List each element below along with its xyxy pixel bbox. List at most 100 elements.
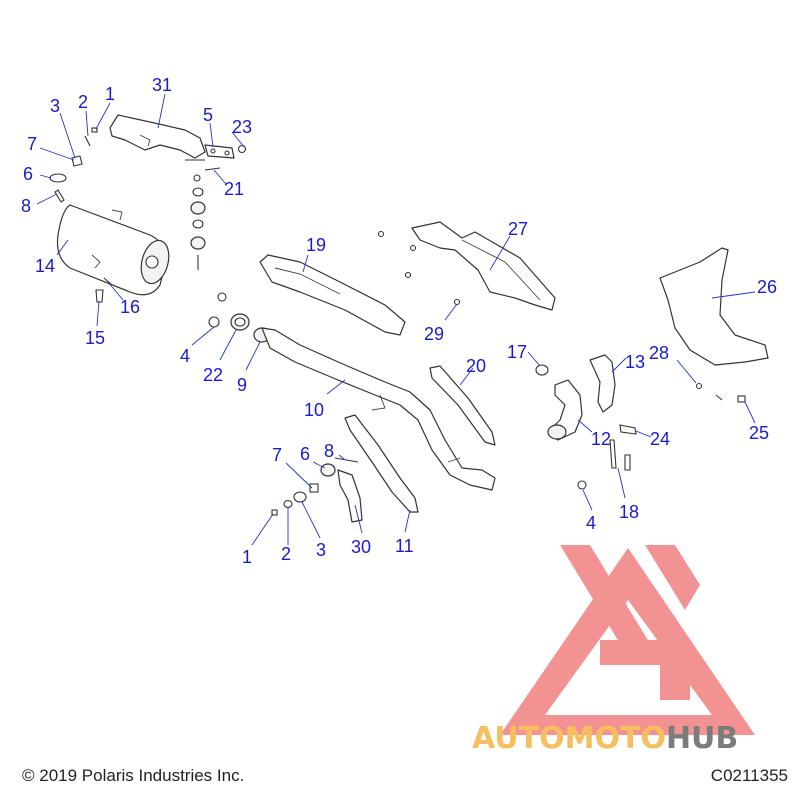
- callout-30: 30: [351, 537, 371, 557]
- callout-14: 14: [35, 256, 55, 276]
- part-10-bracket: [371, 394, 386, 411]
- part-30-bracket: [337, 469, 363, 523]
- part-29-screw: [453, 298, 461, 306]
- callout-18: 18: [619, 502, 639, 522]
- part-24-coupler: [619, 424, 637, 435]
- callout-28: 28: [649, 343, 669, 363]
- leader-9: [245, 341, 261, 371]
- part-26-heat-shield: [659, 247, 769, 366]
- callout-29: 29: [424, 324, 444, 344]
- callout-15: 15: [85, 328, 105, 348]
- callout-11: 11: [395, 536, 414, 556]
- part-26-tab: [715, 394, 723, 401]
- part-14-inlet: [91, 254, 101, 269]
- part-4-clamp: [208, 316, 220, 328]
- callout-2-lower: 2: [281, 544, 291, 564]
- leader-31: [157, 93, 166, 129]
- leader-27: [489, 235, 511, 271]
- callout-7-lower: 7: [272, 445, 282, 465]
- part-27-detail: [461, 239, 541, 301]
- callout-23: 23: [232, 117, 252, 137]
- callout-12: 12: [591, 429, 611, 449]
- leader-1a: [95, 102, 111, 130]
- callout-17: 17: [507, 342, 527, 362]
- part-8-bolt-lower: [334, 457, 359, 463]
- leader-16: [107, 281, 124, 301]
- callout-2: 2: [78, 92, 88, 112]
- watermark-text: AUTOMOTOHUB: [472, 721, 738, 756]
- part-27-screw-a: [377, 230, 385, 238]
- callout-3: 3: [50, 96, 60, 116]
- watermark-logo: AUTOMOTOHUB: [472, 545, 755, 756]
- part-16-spring: [103, 277, 113, 286]
- leader-10: [326, 379, 346, 395]
- leader-14: [56, 239, 69, 256]
- part-31-heat-shield: [109, 114, 206, 159]
- callout-13: 13: [625, 352, 645, 372]
- leader-19: [302, 254, 309, 273]
- part-10-seam: [447, 457, 461, 463]
- leader-29: [444, 303, 458, 321]
- leader-15: [96, 300, 100, 327]
- callout-20: 20: [466, 356, 486, 376]
- part-22-gasket-inner: [234, 317, 246, 327]
- callout-19: 19: [306, 235, 326, 255]
- callout-22: 22: [203, 365, 223, 385]
- part-28-fastener: [695, 382, 703, 390]
- part-1-fastener-top: [91, 127, 98, 133]
- leader-4a: [191, 326, 215, 346]
- part-20-shield: [429, 365, 496, 446]
- leader-7a: [39, 147, 75, 161]
- part-2-spring-top: [84, 135, 91, 147]
- callout-31: 31: [152, 75, 172, 95]
- callout-9: 9: [237, 375, 247, 395]
- part-8-bolt-top: [54, 189, 65, 203]
- callout-8: 8: [21, 196, 31, 216]
- leader-3a: [59, 112, 76, 159]
- part-7-spacer-top: [71, 155, 83, 167]
- part-6-grommet-lower: [320, 463, 336, 477]
- leader-7b: [285, 462, 313, 489]
- callout-25: 25: [749, 423, 769, 443]
- leader-30: [354, 504, 363, 534]
- leader-6b: [312, 461, 326, 469]
- part-washer-a: [193, 174, 201, 182]
- part-17-ring: [535, 364, 549, 376]
- leader-3b: [301, 501, 321, 539]
- watermark-m-stroke-left: [560, 545, 660, 660]
- leader-2a: [85, 110, 89, 137]
- callout-27: 27: [508, 219, 528, 239]
- part-10-head-pipe: [261, 327, 496, 491]
- leader-12: [577, 419, 593, 433]
- leader-21: [213, 169, 227, 185]
- part-31-detail: [139, 134, 151, 147]
- part-19-detail: [274, 267, 341, 295]
- part-2-washer-lower: [283, 499, 293, 509]
- callout-16: 16: [120, 297, 140, 317]
- callout-4-lower: 4: [586, 513, 596, 533]
- part-grommet-b: [190, 236, 206, 250]
- leader-20: [459, 367, 474, 386]
- parts-line-art: [49, 114, 769, 523]
- part-washer-b: [192, 219, 204, 229]
- callout-1-lower: 1: [242, 547, 252, 567]
- part-6-grommet-top: [49, 173, 67, 183]
- watermark-text-part2: HUB: [666, 721, 738, 756]
- callout-10: 10: [304, 400, 324, 420]
- leader-17: [527, 351, 541, 367]
- part-5-hole: [210, 148, 216, 154]
- part-23-nut: [237, 144, 247, 154]
- part-grommet-a: [190, 201, 206, 215]
- leader-26: [711, 291, 756, 299]
- part-5-bracket: [204, 144, 235, 159]
- part-4-clamp-right: [577, 480, 587, 490]
- callout-labels: 31 2 1 3 5 23 7 6 21 8 14 16 15 19 27 26…: [21, 75, 777, 567]
- callout-26: 26: [757, 277, 777, 297]
- watermark-m-stroke-right: [645, 545, 700, 610]
- callout-8-lower: 8: [324, 441, 334, 461]
- leader-25: [744, 401, 756, 424]
- part-12-end: [547, 424, 567, 440]
- leader-22: [219, 329, 237, 361]
- leader-4b: [582, 489, 593, 511]
